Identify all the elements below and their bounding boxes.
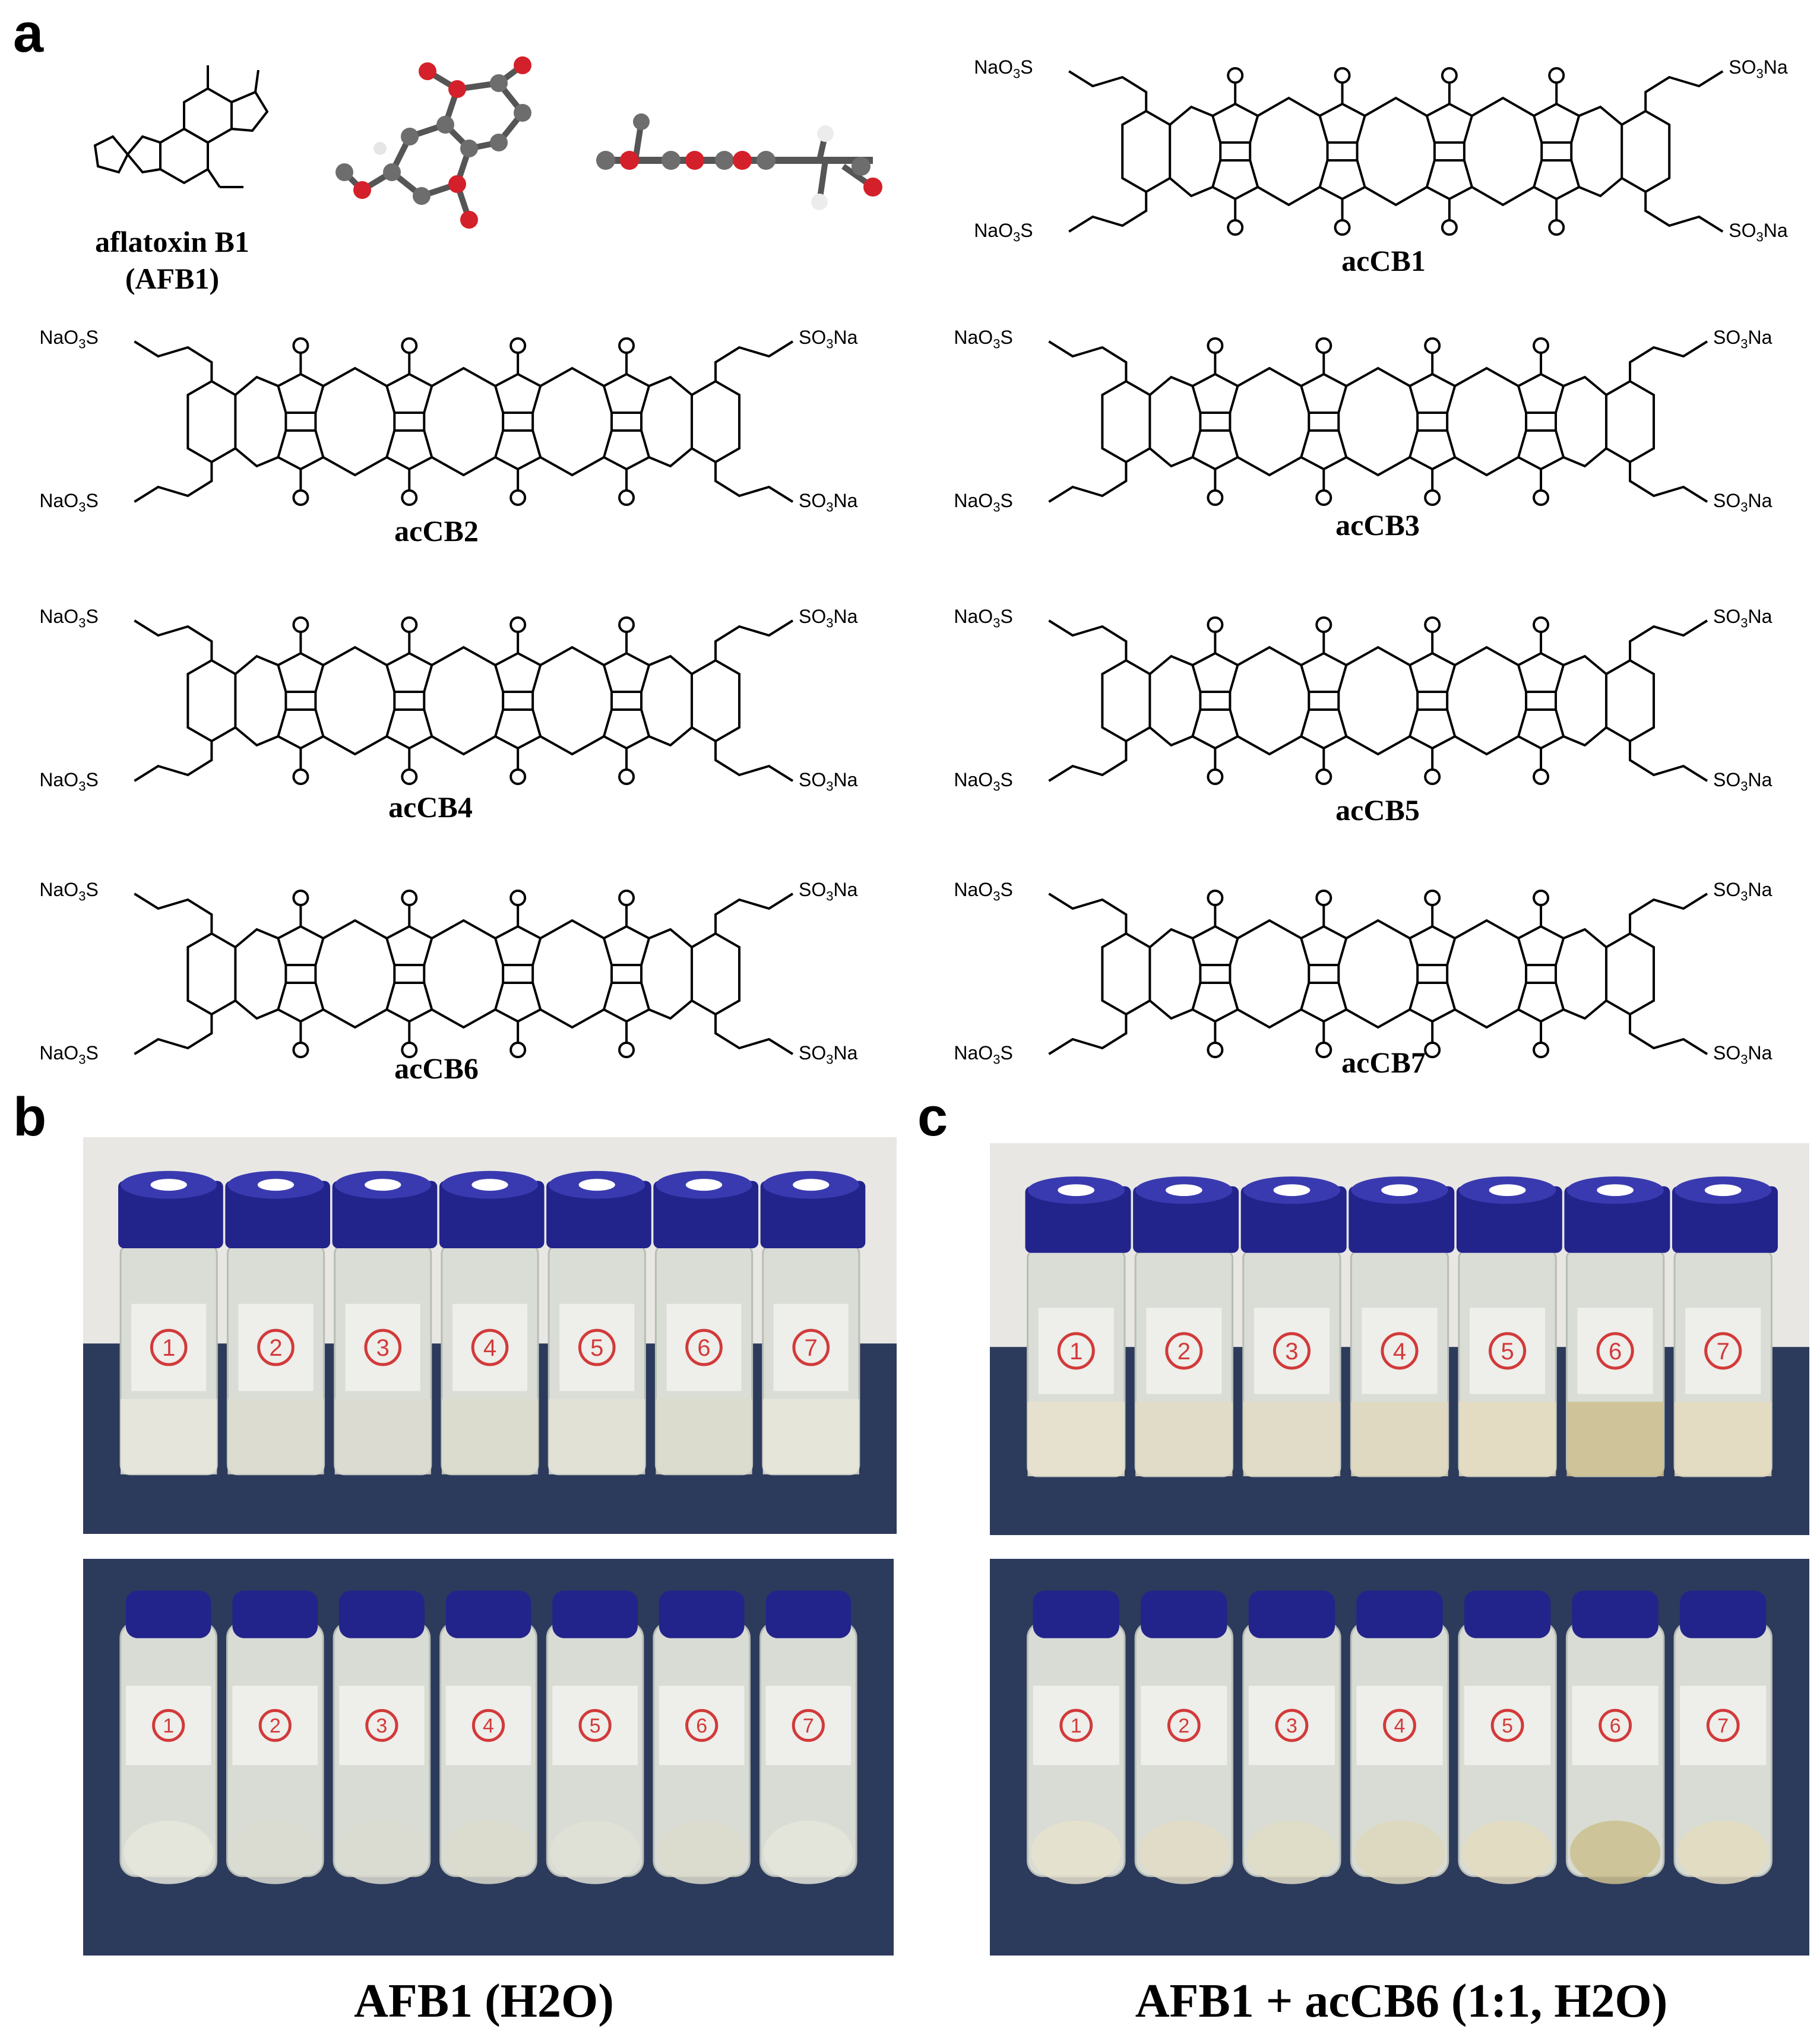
photo-c-tilted-view: 1 2 3 4 5 6 7	[990, 1559, 1809, 1956]
photo-b-front-view: 1 2 3 4 5 6 7	[83, 1137, 897, 1534]
vial-number: 5	[590, 1335, 603, 1361]
acCB6-sulfonate-bottom-left: NaO3S	[39, 1042, 99, 1067]
vial-number: 2	[1178, 1715, 1189, 1738]
vial-number: 3	[1286, 1715, 1297, 1738]
vial-number: 1	[1071, 1715, 1082, 1738]
accb1-label: acCB1	[1341, 244, 1426, 277]
vial-number: 2	[1178, 1339, 1191, 1365]
vial-number: 4	[483, 1715, 494, 1738]
vial-number: 1	[162, 1335, 175, 1361]
acCB4-sulfonate-top-right: SO3Na	[799, 606, 858, 631]
afb1-ball-stick-top	[327, 53, 552, 238]
accb2-label: acCB2	[394, 514, 479, 548]
vial-number: 7	[805, 1335, 818, 1361]
vial-number: 6	[1609, 1339, 1622, 1365]
vial-number: 4	[483, 1335, 496, 1361]
vial-number: 1	[163, 1715, 174, 1738]
acCB2-sulfonate-bottom-right: SO3Na	[799, 490, 858, 515]
acCB6-sulfonate-top-left: NaO3S	[39, 879, 99, 904]
photo-b-tilted-view: 1 2 3 4 5 6 7	[83, 1559, 894, 1956]
panel-label-c: c	[917, 1087, 948, 1147]
acCB1-sulfonate-top-right: SO3Na	[1729, 56, 1788, 81]
acCB7-sulfonate-top-right: SO3Na	[1713, 879, 1772, 904]
vial-number: 2	[270, 1715, 281, 1738]
vial-number: 4	[1394, 1715, 1406, 1738]
panel-label-b: b	[13, 1087, 47, 1147]
afb1-abbr: (AFB1)	[125, 262, 220, 295]
vial-number: 7	[1717, 1715, 1729, 1738]
acCB2-sulfonate-top-right: SO3Na	[799, 327, 858, 352]
vial-number: 3	[376, 1335, 390, 1361]
acCB5-sulfonate-bottom-right: SO3Na	[1713, 769, 1772, 794]
acCB3-sulfonate-bottom-left: NaO3S	[954, 490, 1013, 515]
acCB5-sulfonate-top-left: NaO3S	[954, 606, 1013, 631]
acCB7-sulfonate-bottom-left: NaO3S	[954, 1042, 1013, 1067]
accb7-label: acCB7	[1341, 1046, 1426, 1079]
acCB6-sulfonate-bottom-right: SO3Na	[799, 1042, 858, 1067]
accb5-label: acCB5	[1335, 793, 1420, 827]
acCB3-sulfonate-bottom-right: SO3Na	[1713, 490, 1772, 515]
caption-c: AFB1 + acCB6 (1:1, H2O)	[1135, 1975, 1668, 2027]
vial-number: 5	[590, 1715, 601, 1738]
accb3-label: acCB3	[1335, 508, 1420, 542]
acCB1-sulfonate-bottom-right: SO3Na	[1729, 220, 1788, 245]
acCB1-sulfonate-bottom-left: NaO3S	[974, 220, 1033, 245]
vial-number: 1	[1069, 1339, 1082, 1365]
vial-number: 2	[269, 1335, 282, 1361]
acCB2-sulfonate-top-left: NaO3S	[39, 327, 99, 352]
acCB6-sulfonate-top-right: SO3Na	[799, 879, 858, 904]
photo-c-front-view: 1 2 3 4 5 6 7	[990, 1143, 1809, 1535]
afb1-name: aflatoxin B1	[95, 225, 249, 258]
vial-number: 5	[1502, 1715, 1513, 1738]
vial-number: 4	[1393, 1339, 1406, 1365]
caption-b: AFB1 (H2O)	[354, 1975, 614, 2027]
vial-number: 6	[696, 1715, 707, 1738]
vial-number: 3	[376, 1715, 387, 1738]
vial-number: 7	[803, 1715, 814, 1738]
acCB7-sulfonate-bottom-right: SO3Na	[1713, 1042, 1772, 1067]
vial-number: 6	[697, 1335, 710, 1361]
acCB4-sulfonate-top-left: NaO3S	[39, 606, 99, 631]
acCB7-sulfonate-top-left: NaO3S	[954, 879, 1013, 904]
acCB5-sulfonate-top-right: SO3Na	[1713, 606, 1772, 631]
acCB5-sulfonate-bottom-left: NaO3S	[954, 769, 1013, 794]
panel-label-a: a	[13, 3, 44, 64]
accb4-label: acCB4	[388, 790, 473, 824]
afb1-structure	[77, 42, 291, 220]
vial-number: 5	[1501, 1339, 1514, 1365]
accb6-label: acCB6	[394, 1052, 479, 1085]
afb1-ball-stick-side	[588, 101, 897, 220]
vial-number: 7	[1717, 1339, 1730, 1365]
acCB2-sulfonate-bottom-left: NaO3S	[39, 490, 99, 515]
acCB3-sulfonate-top-left: NaO3S	[954, 327, 1013, 352]
acCB1-sulfonate-top-left: NaO3S	[974, 56, 1033, 81]
vial-number: 6	[1610, 1715, 1621, 1738]
acCB4-sulfonate-bottom-left: NaO3S	[39, 769, 99, 794]
acCB4-sulfonate-bottom-right: SO3Na	[799, 769, 858, 794]
acCB3-sulfonate-top-right: SO3Na	[1713, 327, 1772, 352]
vial-number: 3	[1285, 1339, 1298, 1365]
